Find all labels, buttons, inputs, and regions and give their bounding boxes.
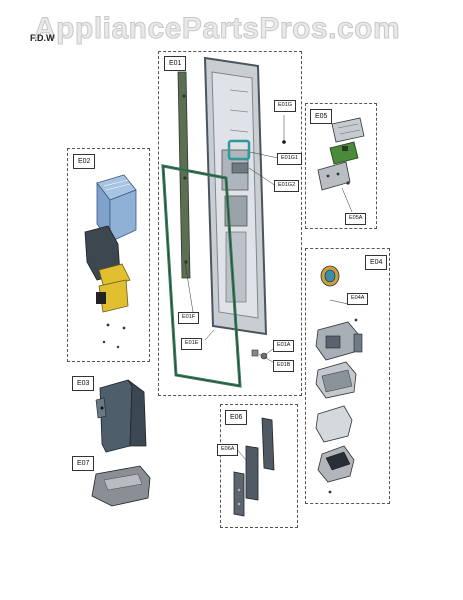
group-label-e01: E01 [164, 56, 187, 71]
group-label-e04: E04 [365, 255, 388, 270]
group-label-e06: E06 [225, 410, 248, 425]
control-panel-parts [317, 117, 365, 213]
group-box-e01 [158, 51, 302, 396]
ice-bin-assembly [84, 174, 137, 349]
group-box-e05 [305, 103, 377, 229]
door-hinge-strip [177, 71, 191, 279]
page-code: F.D.W [30, 33, 55, 43]
door-panel [203, 56, 268, 336]
group-label-e02: E02 [73, 154, 96, 169]
group-box-e06 [220, 404, 298, 528]
group-label-e03: E03 [72, 376, 95, 391]
callout-e01f: E01F [178, 312, 200, 324]
callout-e01g1: E01G1 [277, 153, 303, 165]
callout-e05a: E05A [345, 213, 367, 225]
e06-hinge-plates [233, 417, 275, 517]
callout-e01g: E01G [274, 100, 297, 112]
door-gasket [161, 164, 242, 388]
group-label-e05: E05 [310, 109, 333, 124]
e07-tray-part [91, 465, 151, 507]
callout-e04a: E04A [347, 293, 369, 305]
callout-e01g2: E01G2 [274, 180, 300, 192]
e03-bracket-part [95, 379, 147, 453]
callout-e06a: E06A [217, 444, 239, 456]
callout-e01e: E01E [181, 338, 203, 350]
group-label-e07: E07 [72, 456, 95, 471]
dispenser-internal-parts [315, 265, 363, 494]
dispenser-frame-part [227, 139, 251, 174]
callout-e01b: E01B [273, 360, 295, 372]
group-box-e02 [67, 148, 150, 362]
callout-e01a: E01A [273, 340, 295, 352]
watermark: AppliancePartsPros.com [33, 12, 401, 46]
group-box-e04 [305, 248, 390, 504]
